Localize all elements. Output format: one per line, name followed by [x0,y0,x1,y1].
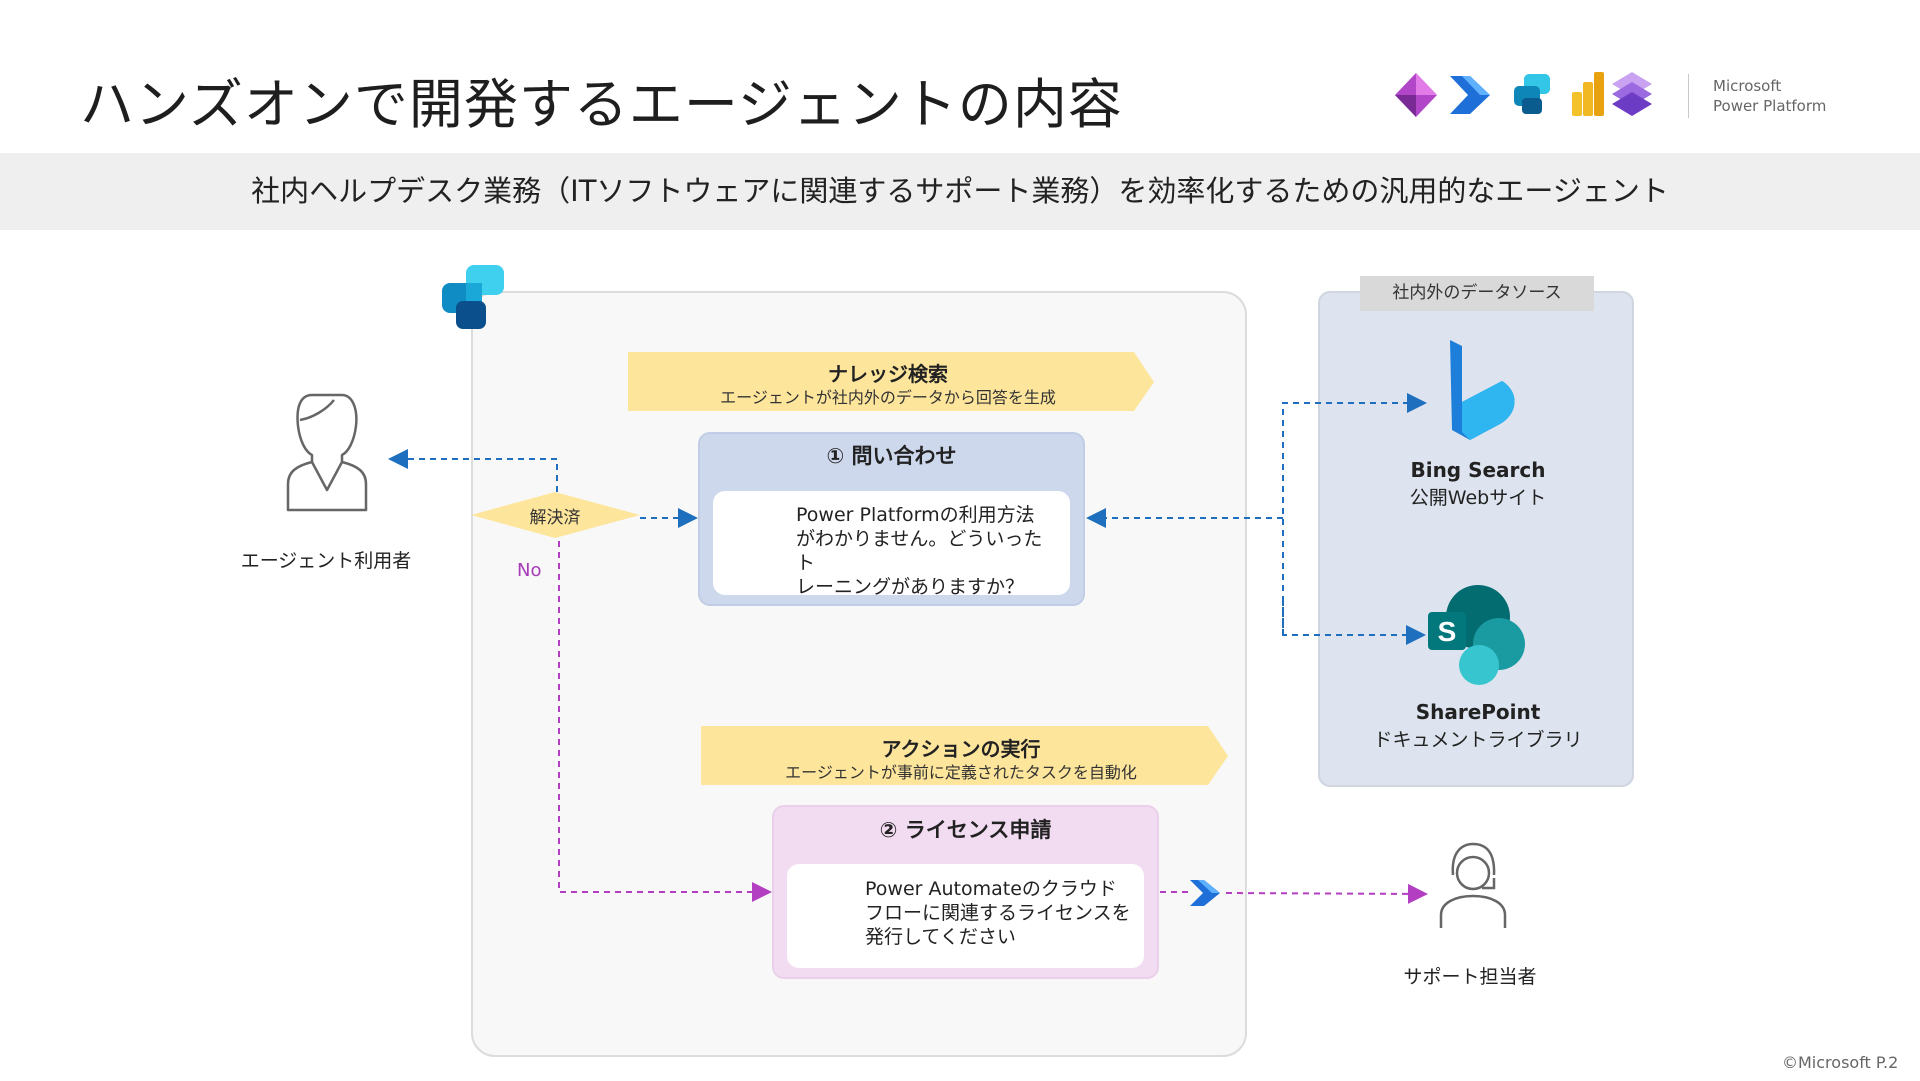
license-line-2: フローに関連するライセンスを [865,902,1131,924]
resolved-decision-diamond [471,492,640,538]
subtitle: 社内ヘルプデスク業務（ITソフトウェアに関連するサポート業務）を効率化するための… [251,174,1669,208]
license-line-1: Power Automateのクラウド [865,878,1117,900]
support-staff-label: サポート担当者 [1403,966,1537,988]
inquiry-line-1: Power Platformの利用方法 [796,504,1035,526]
datasource-to-bing-arrow [1282,393,1427,635]
knowledge-banner-title: ナレッジ検索 [828,362,948,386]
license-card-text: Power Automateのクラウド フローに関連するライセンスを 発行してく… [865,877,1135,949]
knowledge-banner-subtitle: エージェントが社内外のデータから回答を生成 [720,388,1056,407]
svg-text:S: S [1438,616,1457,647]
knowledge-banner-shape [628,352,1154,411]
automate-to-support-arrow [1225,883,1428,904]
copilot-studio-icon [1514,74,1550,114]
resolved-to-user-arrow [388,449,558,492]
inquiry-line-3: レーニングがありますか？ [796,576,1025,598]
inquiry-line-2: がわかりません。どういったト [796,528,1043,574]
bing-search-desc: 公開Webサイト [1409,487,1547,509]
no-label: No [517,560,542,581]
power-platform-product-icons [1395,72,1652,117]
brand-divider [1688,74,1689,118]
action-banner-title: アクションの実行 [881,737,1041,761]
inquiry-card-title: ① 問い合わせ [826,444,957,468]
subtitle-band [0,153,1920,230]
page-title: ハンズオンで開発するエージェントの内容 [80,73,1123,136]
action-banner-subtitle: エージェントが事前に定義されたタスクを自動化 [785,763,1137,782]
license-card-title: ② ライセンス申請 [879,818,1052,842]
datasource-panel [1318,291,1634,787]
support-agent-icon [1439,842,1507,928]
datasource-label: 社内外のデータソース [1360,276,1594,311]
brand-line-microsoft: Microsoft [1713,77,1782,95]
copilot-agent-icon [442,265,504,329]
sharepoint-logo-icon: S [1428,585,1525,685]
power-bi-icon [1572,72,1604,116]
brand-line-power-platform: Power Platform [1713,97,1827,115]
power-apps-icon [1395,73,1437,117]
resolved-label: 解決済 [529,508,581,528]
power-pages-icon [1612,72,1652,116]
action-banner-shape [701,726,1228,785]
agent-user-label: エージェント利用者 [240,550,412,572]
brand-wordmark: Microsoft Power Platform [1713,76,1826,116]
license-line-3: 発行してください [865,926,1016,948]
power-automate-flow-icon [1190,880,1220,906]
user-person-icon [286,393,368,512]
bing-search-label: Bing Search [1410,458,1546,482]
license-card-message [787,864,1144,968]
datasource-to-sharepoint-arrow [1282,600,1426,645]
bing-logo-icon [1450,340,1515,440]
sharepoint-label: SharePoint [1415,700,1541,724]
inquiry-card-text: Power Platformの利用方法 がわかりません。どういったト レーニング… [796,503,1056,599]
footer-copyright: ©Microsoft P.2 [1782,1053,1899,1072]
inquiry-card-message [713,491,1070,595]
power-automate-icon [1450,76,1490,114]
sharepoint-desc: ドキュメントライブラリ [1373,729,1583,751]
